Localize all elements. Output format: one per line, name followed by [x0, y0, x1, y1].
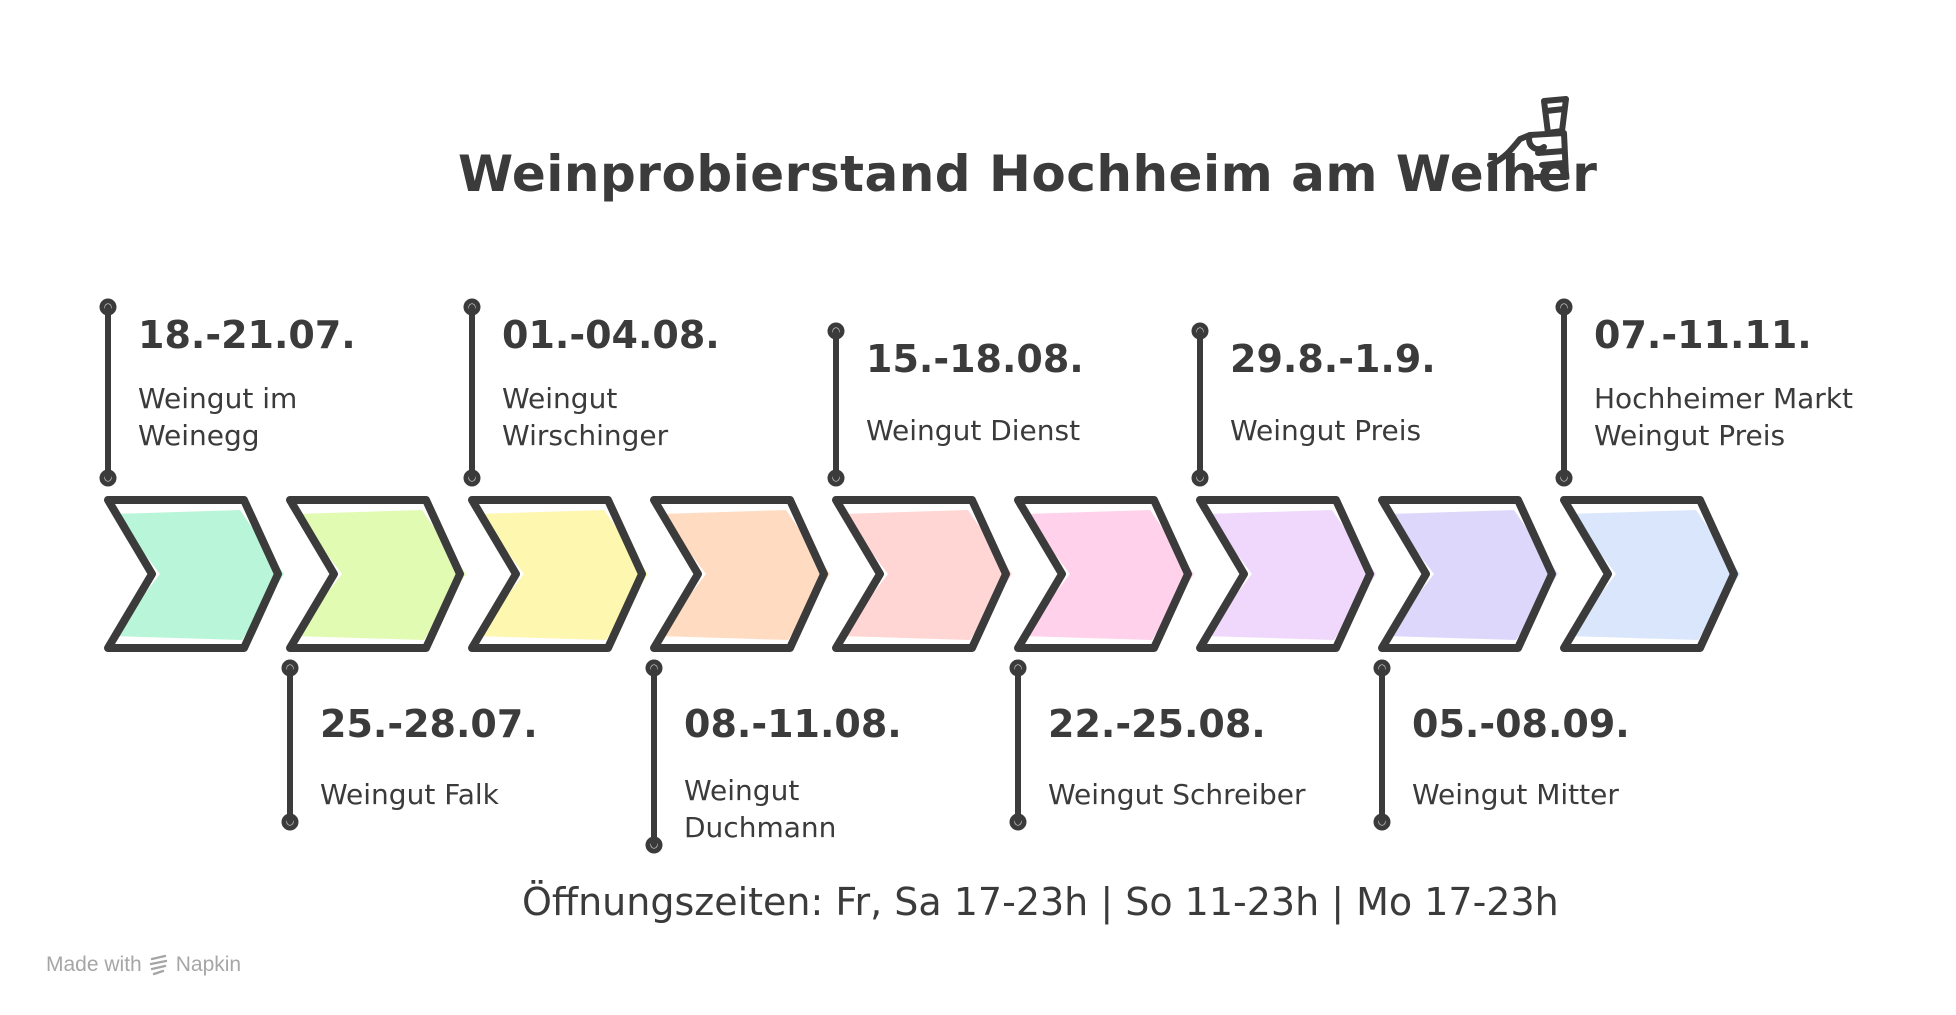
- winery-line: Weingut: [684, 774, 800, 807]
- timeline-step: [650, 496, 830, 652]
- napkin-brand-name: Napkin: [175, 953, 242, 976]
- made-with-text: Made with: [46, 953, 142, 976]
- winery-line: Weingut Dienst: [866, 414, 1081, 447]
- winery-line: Weinegg: [138, 419, 260, 452]
- connector-line: [99, 298, 117, 487]
- event-date: 08.-11.08.: [684, 702, 902, 746]
- chevron-fill: [1022, 510, 1194, 640]
- chevron-fill: [476, 510, 648, 640]
- opening-hours: Öffnungszeiten: Fr, Sa 17-23h | So 11-23…: [522, 880, 1559, 924]
- timeline-step: [468, 496, 648, 652]
- event-winery: Weingut im Weinegg: [138, 380, 297, 454]
- event-date: 01.-04.08.: [502, 313, 720, 357]
- winery-line: Weingut im: [138, 382, 298, 415]
- chevron-outline: [468, 496, 646, 652]
- chevron-fill: [1204, 510, 1376, 640]
- chevron-outline: [1196, 496, 1374, 652]
- event-date: 05.-08.09.: [1412, 702, 1630, 746]
- chevron-outline: [104, 496, 282, 652]
- winery-line: Weingut Preis: [1594, 419, 1786, 452]
- chevron-outline: [1014, 496, 1192, 652]
- chevron-fill: [840, 510, 1012, 640]
- chevron-fill: [112, 510, 284, 640]
- winery-line: Wirschinger: [502, 419, 669, 452]
- winery-line: Hochheimer Markt: [1594, 382, 1854, 415]
- event-date: 07.-11.11.: [1594, 313, 1812, 357]
- winery-line: Weingut Falk: [320, 778, 499, 811]
- connector-line: [463, 298, 481, 487]
- event-winery: Weingut Mitter: [1412, 776, 1619, 813]
- chevron-outline: [832, 496, 1010, 652]
- winery-line: Weingut Mitter: [1412, 778, 1619, 811]
- event-date: 25.-28.07.: [320, 702, 538, 746]
- connector-line: [1191, 322, 1209, 487]
- event-winery: Weingut Dienst: [866, 412, 1080, 449]
- chevron-outline: [286, 496, 464, 652]
- chevron-fill: [294, 510, 466, 640]
- event-winery: Weingut Falk: [320, 776, 499, 813]
- timeline-step: [286, 496, 466, 652]
- connector-line: [827, 322, 845, 487]
- connector-line: [281, 659, 299, 831]
- winery-line: Weingut Preis: [1230, 414, 1422, 447]
- connector-line: [1009, 659, 1027, 831]
- timeline-step: [832, 496, 1012, 652]
- timeline-step: [1014, 496, 1194, 652]
- connector-line: [645, 659, 663, 854]
- connector-line: [1555, 298, 1573, 487]
- chevron-fill: [1568, 510, 1740, 640]
- winery-line: Weingut Schreiber: [1048, 778, 1306, 811]
- chevron-outline: [650, 496, 828, 652]
- event-winery: Weingut Preis: [1230, 412, 1421, 449]
- winery-line: Weingut: [502, 382, 618, 415]
- chevron-fill: [658, 510, 830, 640]
- timeline-step: [104, 496, 284, 652]
- wine-glass-hand-icon: [1487, 96, 1569, 180]
- chevron-fill: [1386, 510, 1558, 640]
- winery-line: Duchmann: [684, 811, 837, 844]
- made-with-badge: Made with Napkin: [46, 953, 241, 977]
- event-winery: Weingut Schreiber: [1048, 776, 1306, 813]
- event-date: 29.8.-1.9.: [1230, 337, 1436, 381]
- diagram-title: Weinprobierstand Hochheim am Weiher: [458, 145, 1598, 203]
- timeline-step: [1196, 496, 1376, 652]
- napkin-logo-icon: [149, 954, 167, 976]
- chevron-outline: [1560, 496, 1738, 652]
- chevron-outline: [1378, 496, 1556, 652]
- event-date: 22.-25.08.: [1048, 702, 1266, 746]
- timeline-step: [1560, 496, 1740, 652]
- connector-line: [1373, 659, 1391, 831]
- event-date: 18.-21.07.: [138, 313, 356, 357]
- timeline-step: [1378, 496, 1558, 652]
- event-date: 15.-18.08.: [866, 337, 1084, 381]
